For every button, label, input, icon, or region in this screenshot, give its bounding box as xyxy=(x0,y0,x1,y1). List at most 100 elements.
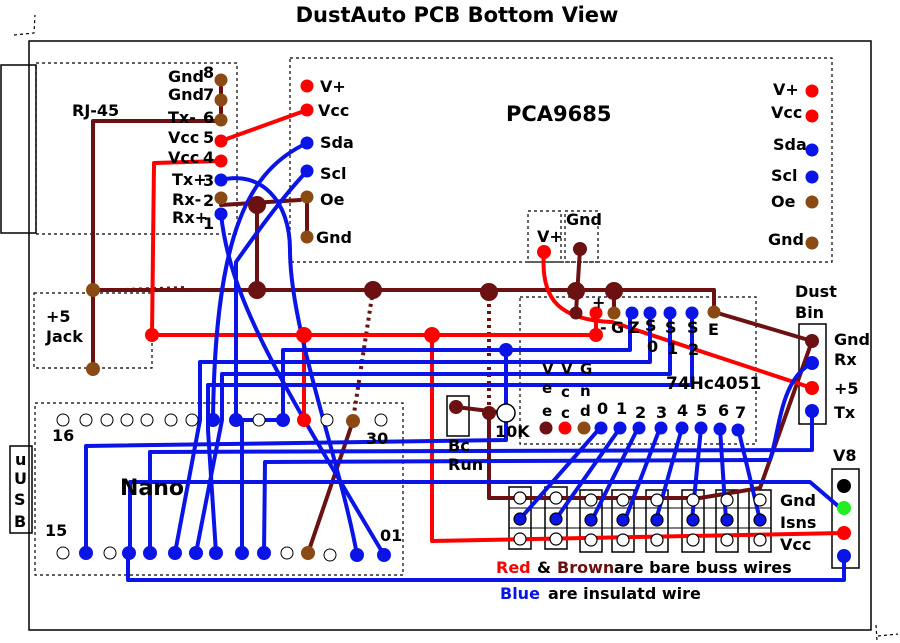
dust-pin-labels: Gnd Rx +5 Tx xyxy=(834,330,870,422)
svg-text:Gnd: Gnd xyxy=(316,228,352,247)
svg-text:2: 2 xyxy=(203,191,214,210)
nano-top-pins xyxy=(56,413,388,428)
v8-label: V8 xyxy=(833,446,857,465)
resistor-label: 10K xyxy=(495,422,530,441)
svg-text:Oe: Oe xyxy=(320,190,345,209)
svg-text:S: S xyxy=(645,316,657,335)
pca-left-labels: V+ Vcc Sda Scl Oe Gnd xyxy=(316,77,354,247)
svg-text:V+: V+ xyxy=(320,77,346,96)
corner-mark-top-left xyxy=(13,14,36,36)
svg-text:Vcc: Vcc xyxy=(168,128,199,147)
svg-text:5: 5 xyxy=(203,128,214,147)
corner-mark-bottom-right xyxy=(877,633,899,637)
dust-label-1: Dust xyxy=(795,282,837,301)
usb-box xyxy=(9,445,33,534)
svg-text:6: 6 xyxy=(718,401,729,420)
svg-text:n: n xyxy=(580,382,591,400)
svg-text:Gnd: Gnd xyxy=(834,330,870,349)
nano-pin-30: 30 xyxy=(366,429,388,448)
svg-text:1: 1 xyxy=(203,214,214,233)
svg-text:Z: Z xyxy=(628,318,640,337)
nano-bottom-pins xyxy=(56,546,391,562)
dust-pins xyxy=(805,334,819,418)
svg-text:Vcc: Vcc xyxy=(780,535,811,554)
dust-label-2: Bin xyxy=(795,303,824,322)
svg-text:Rx: Rx xyxy=(834,350,857,369)
rj45-label: RJ-45 xyxy=(72,101,119,120)
svg-text:Isns: Isns xyxy=(780,513,816,532)
svg-text:S: S xyxy=(665,318,677,337)
svg-text:-: - xyxy=(600,318,607,337)
svg-text:G: G xyxy=(580,360,592,378)
svg-text:Rx+: Rx+ xyxy=(172,208,208,227)
legend-blue: Blue xyxy=(500,584,540,603)
legend-rest2: are insulatd wire xyxy=(548,584,701,603)
nano-label: Nano xyxy=(120,476,184,501)
mux-top-labels: + - G Z S S S E 0 1 2 xyxy=(592,293,719,359)
svg-text:e: e xyxy=(542,379,552,397)
legend-brown: Brown xyxy=(557,558,614,577)
svg-text:8: 8 xyxy=(203,63,214,82)
diagram-title: DustAuto PCB Bottom View xyxy=(296,3,619,27)
pca-right-labels: V+ Vcc Sda Scl Oe Gnd xyxy=(768,80,807,249)
svg-text:d: d xyxy=(580,402,591,420)
svg-text:1: 1 xyxy=(667,339,678,358)
v8-pin-labels: Gnd Isns Vcc xyxy=(780,491,816,554)
usb-label: u U S B xyxy=(14,450,27,531)
jack-label-1: +5 xyxy=(46,307,71,326)
svg-text:c: c xyxy=(561,383,570,401)
v8-pins xyxy=(837,479,851,563)
svg-text:3: 3 xyxy=(656,403,667,422)
gnd-label: Gnd xyxy=(566,210,602,229)
svg-text:5: 5 xyxy=(696,401,707,420)
svg-text:e: e xyxy=(542,402,552,420)
svg-text:4: 4 xyxy=(677,401,688,420)
svg-text:c: c xyxy=(561,404,570,422)
legend-rest1: are bare buss wires xyxy=(614,558,792,577)
nano-pin-16: 16 xyxy=(52,426,74,445)
svg-text:+: + xyxy=(592,293,605,312)
svg-text:Tx-: Tx- xyxy=(168,108,196,127)
rj45-pins xyxy=(214,73,228,221)
legend-amp: & xyxy=(537,558,551,577)
svg-text:Vcc: Vcc xyxy=(318,101,349,120)
svg-text:1: 1 xyxy=(616,399,627,418)
svg-text:Scl: Scl xyxy=(320,164,347,183)
jack-label-2: Jack xyxy=(45,327,83,346)
socket-screws xyxy=(513,491,767,547)
svg-text:Sda: Sda xyxy=(320,133,354,152)
svg-text:3: 3 xyxy=(203,171,214,190)
run-label: Run xyxy=(448,455,483,474)
brown-dotted-wires xyxy=(124,286,491,421)
svg-text:Vcc: Vcc xyxy=(168,148,199,167)
bc-run-box xyxy=(446,395,470,437)
legend-red: Red xyxy=(496,558,531,577)
svg-text:Gnd: Gnd xyxy=(780,491,816,510)
mux-bottom-pins xyxy=(539,421,745,437)
svg-text:7: 7 xyxy=(203,85,214,104)
mux-channel-labels: 0 1 2 3 4 5 6 7 xyxy=(597,399,746,422)
rj45-housing xyxy=(0,64,37,234)
svg-text:u: u xyxy=(15,450,26,469)
nano-pin-15: 15 xyxy=(45,521,67,540)
legend: Red & Brown are bare buss wires Blue are… xyxy=(496,558,792,603)
svg-text:Gnd: Gnd xyxy=(168,85,204,104)
svg-text:Oe: Oe xyxy=(771,192,796,211)
junction-dots xyxy=(86,196,623,423)
svg-text:2: 2 xyxy=(688,340,699,359)
svg-text:E: E xyxy=(708,320,719,339)
svg-text:Rx-: Rx- xyxy=(172,190,201,209)
svg-text:U: U xyxy=(14,469,27,488)
svg-text:V+: V+ xyxy=(773,80,799,99)
svg-text:V: V xyxy=(561,360,573,378)
svg-text:2: 2 xyxy=(635,403,646,422)
red-wires xyxy=(150,108,846,543)
svg-text:Gnd: Gnd xyxy=(768,230,804,249)
svg-text:B: B xyxy=(14,512,26,531)
svg-text:0: 0 xyxy=(597,399,608,418)
svg-text:7: 7 xyxy=(735,403,746,422)
svg-text:+5: +5 xyxy=(834,379,859,398)
